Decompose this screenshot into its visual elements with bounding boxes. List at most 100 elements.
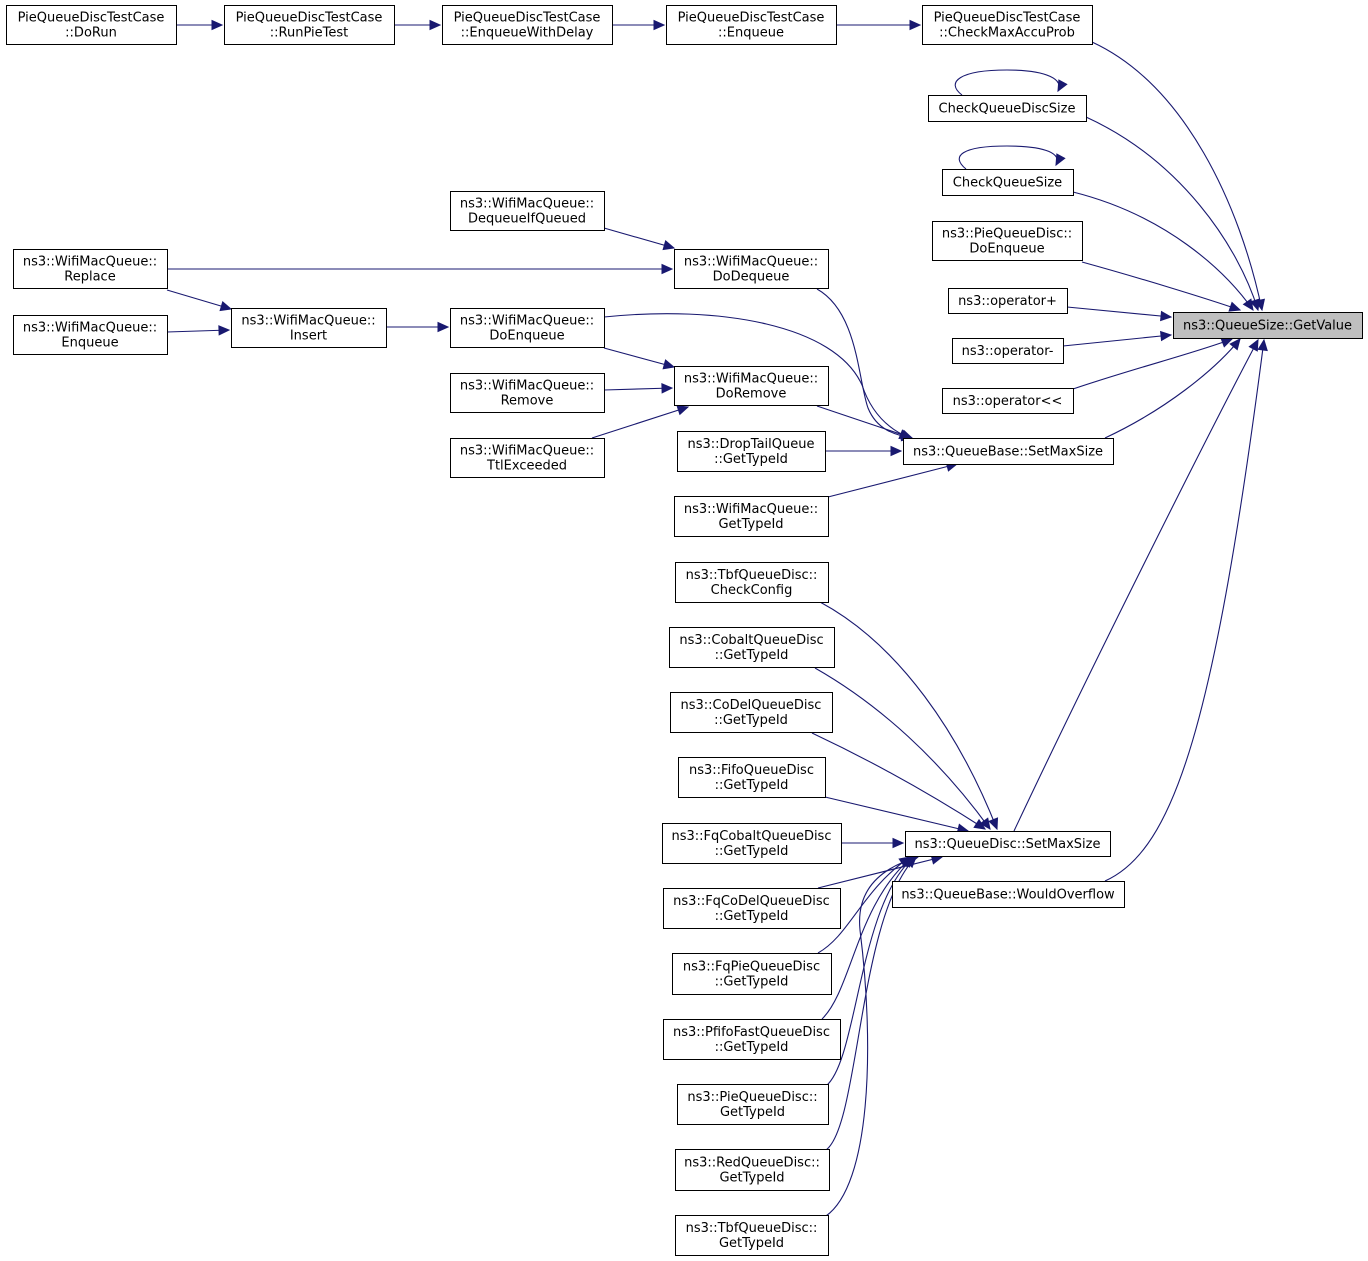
arrow-head-icon	[1229, 338, 1241, 351]
root-function-node[interactable]: ns3::QueueSize::GetValue	[1173, 312, 1363, 339]
arrow-head-icon	[909, 19, 922, 31]
call-edge	[166, 289, 233, 312]
arrow-head-icon	[1160, 330, 1173, 342]
function-node[interactable]: PieQueueDiscTestCase::CheckMaxAccuProb	[922, 5, 1093, 45]
call-edge	[811, 732, 987, 830]
arrow-head-icon	[892, 837, 905, 849]
function-node[interactable]: ns3::WifiMacQueue::Insert	[231, 308, 387, 348]
node-label: ns3::WifiMacQueue::	[23, 255, 157, 270]
node-label: ns3::PfifoFastQueueDisc	[673, 1025, 830, 1040]
node-label: GetTypeId	[719, 1236, 784, 1251]
node-label: ns3::QueueBase::SetMaxSize	[913, 445, 1103, 460]
arrow-head-icon	[662, 240, 676, 251]
function-node[interactable]: ns3::FqCoDelQueueDisc::GetTypeId	[663, 888, 841, 929]
arrow-head-icon	[973, 818, 987, 830]
arrow-head-icon	[1055, 153, 1066, 167]
function-node[interactable]: CheckQueueSize	[942, 169, 1074, 196]
node-label: ns3::CoDelQueueDisc	[681, 698, 822, 713]
node-label: ns3::RedQueueDisc::	[684, 1156, 820, 1171]
node-label: Replace	[64, 270, 115, 285]
node-label: ::GetTypeId	[715, 1040, 789, 1055]
function-node[interactable]: ns3::operator+	[948, 288, 1068, 314]
call-edge	[603, 383, 674, 394]
function-node[interactable]: ns3::WifiMacQueue::DoRemove	[674, 366, 829, 406]
function-node[interactable]: ns3::QueueBase::WouldOverflow	[892, 881, 1125, 908]
node-label: ns3::WifiMacQueue::	[684, 372, 818, 387]
arrow-head-icon	[661, 383, 674, 394]
arrow-head-icon	[1220, 337, 1234, 348]
function-node[interactable]: ns3::FqCobaltQueueDisc::GetTypeId	[662, 823, 842, 864]
function-node[interactable]: ns3::TbfQueueDisc::CheckConfig	[675, 562, 829, 603]
call-edge	[612, 19, 666, 31]
node-label: GetTypeId	[720, 1105, 785, 1120]
node-label: ::GetTypeId	[715, 648, 789, 663]
function-node[interactable]: ns3::TbfQueueDisc::GetTypeId	[675, 1215, 829, 1256]
call-edge	[819, 601, 999, 831]
call-edge	[814, 667, 991, 830]
node-label: ns3::QueueDisc::SetMaxSize	[915, 837, 1101, 852]
call-edge	[166, 325, 231, 336]
call-edge	[841, 837, 905, 849]
arrow-head-icon	[653, 19, 666, 31]
function-node[interactable]: ns3::CoDelQueueDisc::GetTypeId	[670, 692, 833, 733]
function-node[interactable]: ns3::FifoQueueDisc::GetTypeId	[678, 757, 826, 798]
node-label: ::RunPieTest	[270, 26, 348, 41]
function-node[interactable]: ns3::WifiMacQueue::GetTypeId	[674, 496, 829, 537]
call-edge	[825, 445, 903, 457]
node-label: ::GetTypeId	[714, 452, 788, 467]
function-node[interactable]: ns3::DropTailQueue::GetTypeId	[677, 431, 826, 472]
function-node[interactable]: ns3::WifiMacQueue::DoEnqueue	[450, 308, 605, 348]
node-label: ns3::CobaltQueueDisc	[679, 633, 823, 648]
call-edge	[1104, 338, 1241, 439]
function-node[interactable]: ns3::QueueDisc::SetMaxSize	[905, 831, 1111, 857]
arrow-head-icon	[1228, 301, 1242, 312]
arrow-head-icon	[218, 325, 231, 336]
node-label: ::GetTypeId	[715, 975, 789, 990]
function-node[interactable]: ns3::operator-	[952, 338, 1064, 364]
function-node[interactable]: ns3::operator<<	[942, 388, 1074, 414]
function-node[interactable]: PieQueueDiscTestCase::DoRun	[6, 5, 177, 45]
node-label: GetTypeId	[718, 517, 783, 532]
call-edge	[958, 145, 1066, 170]
function-node[interactable]: ns3::PfifoFastQueueDisc::GetTypeId	[663, 1019, 841, 1060]
node-label: DoEnqueue	[489, 329, 564, 344]
function-node[interactable]: CheckQueueDiscSize	[928, 95, 1087, 122]
function-node[interactable]: PieQueueDiscTestCase::Enqueue	[666, 5, 837, 45]
function-node[interactable]: ns3::WifiMacQueue::TtlExceeded	[450, 438, 605, 478]
function-node[interactable]: ns3::CobaltQueueDisc::GetTypeId	[669, 627, 835, 668]
call-edge	[603, 347, 676, 370]
function-node[interactable]: PieQueueDiscTestCase::RunPieTest	[224, 5, 395, 45]
function-node[interactable]: ns3::PieQueueDisc::GetTypeId	[677, 1084, 829, 1125]
call-nodes: ns3::QueueSize::GetValue PieQueueDiscTest…	[6, 5, 1363, 1256]
arrow-head-icon	[1160, 310, 1173, 322]
arrow-head-icon	[676, 405, 690, 416]
node-label: PieQueueDiscTestCase	[934, 11, 1081, 26]
function-node[interactable]: ns3::FqPieQueueDisc::GetTypeId	[672, 953, 832, 995]
function-node[interactable]: ns3::WifiMacQueue::DoDequeue	[674, 249, 829, 289]
node-label: ns3::operator+	[958, 294, 1057, 309]
node-label: ns3::WifiMacQueue::	[460, 379, 594, 394]
node-label: ::DoRun	[65, 26, 117, 41]
node-label: ns3::QueueBase::WouldOverflow	[901, 888, 1115, 903]
function-node[interactable]: ns3::WifiMacQueue::DequeueIfQueued	[450, 191, 605, 231]
call-edge	[1081, 261, 1242, 312]
node-label: ns3::WifiMacQueue::	[460, 197, 594, 212]
function-node[interactable]: PieQueueDiscTestCase::EnqueueWithDelay	[442, 5, 613, 45]
function-node[interactable]: ns3::QueueBase::SetMaxSize	[903, 438, 1114, 465]
call-edge	[591, 405, 690, 439]
node-label: DoRemove	[716, 387, 787, 402]
node-label: ::EnqueueWithDelay	[461, 26, 594, 41]
function-node[interactable]: ns3::RedQueueDisc::GetTypeId	[675, 1149, 830, 1191]
function-node[interactable]: ns3::WifiMacQueue::Enqueue	[13, 315, 168, 355]
call-edge	[817, 854, 944, 889]
function-node[interactable]: ns3::PieQueueDisc::DoEnqueue	[932, 221, 1083, 261]
node-label: ns3::TbfQueueDisc::	[686, 568, 818, 583]
call-edge	[1013, 338, 1259, 832]
node-label: ns3::PieQueueDisc::	[687, 1090, 817, 1105]
function-node[interactable]: ns3::WifiMacQueue::Remove	[450, 373, 605, 413]
call-edges	[166, 19, 1268, 1217]
arrow-head-icon	[890, 445, 903, 457]
call-edge	[1062, 330, 1173, 347]
function-node[interactable]: ns3::WifiMacQueue::Replace	[13, 249, 168, 289]
